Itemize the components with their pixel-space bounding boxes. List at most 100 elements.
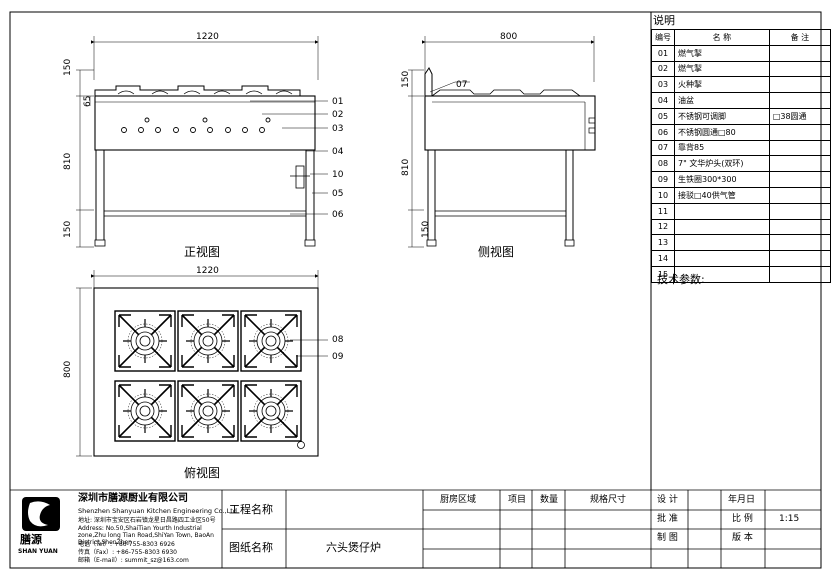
row-remark (768, 218, 831, 236)
parts-table-header: 编号 名 称 备 注 (651, 29, 831, 46)
company-name-en: Shenzhen Shanyuan Kitchen Engineering Co… (78, 507, 240, 515)
header-remark: 备 注 (768, 29, 831, 46)
logo-cn-text: 膳源 (20, 533, 42, 546)
design-label: 设 计 (657, 495, 678, 505)
side-dim-810: 810 (401, 158, 411, 176)
header-no: 编号 (651, 29, 675, 46)
row-no: 09 (651, 171, 675, 188)
front-view (76, 36, 328, 248)
col-size: 规格尺寸 (590, 495, 627, 505)
table-row: 15 (651, 265, 831, 283)
row-remark (768, 171, 831, 188)
front-dim-top: 150 (63, 58, 73, 76)
row-name: 燃气掣 (674, 44, 770, 62)
row-no: 15 (651, 265, 675, 283)
row-remark: □38圆通 (768, 107, 831, 125)
row-no: 12 (651, 218, 675, 236)
row-name: 靠背85 (674, 139, 770, 157)
side-view-caption: 侧视图 (478, 245, 515, 259)
address-cn: 地址: 深圳市宝安区石岩镇龙星日昌路四工业区50号 (78, 517, 216, 524)
row-no: 11 (651, 202, 675, 220)
table-row: 14 (651, 250, 831, 267)
callout-01: 01 (332, 97, 344, 107)
legend-title: 说明 (653, 14, 675, 27)
row-name (674, 202, 770, 220)
table-row: 13 (651, 234, 831, 252)
row-remark (768, 92, 831, 109)
front-dim-bottom: 150 (63, 220, 73, 238)
row-name: 油盆 (674, 92, 770, 109)
row-no: 13 (651, 234, 675, 252)
approve-label: 批 准 (657, 514, 678, 524)
front-view-caption: 正视图 (184, 245, 221, 259)
tech-params-label: 技术参数: (657, 273, 705, 286)
callout-07: 07 (456, 80, 468, 90)
row-remark (768, 234, 831, 252)
row-no: 04 (651, 92, 675, 109)
row-name: 不锈钢圆通□80 (674, 123, 770, 141)
company-tel: 电话（Tel）: +86-755-8303 6926 (78, 541, 175, 548)
drawing-name: 六头煲仔炉 (326, 541, 381, 554)
top-view (76, 270, 328, 457)
row-remark (768, 250, 831, 267)
row-remark (768, 186, 831, 204)
callout-02: 02 (332, 110, 344, 120)
callout-08: 08 (332, 335, 344, 345)
table-row: 12 (651, 218, 831, 236)
row-no: 05 (651, 107, 675, 125)
row-no: 07 (651, 139, 675, 157)
row-name: 接驳□40供气管 (674, 186, 770, 204)
top-width-dim: 1220 (196, 266, 219, 276)
side-dim-bottom: 150 (421, 220, 431, 238)
front-dim-810: 810 (63, 152, 73, 170)
front-dim-65: 65 (83, 95, 93, 107)
project-label: 工程名称 (229, 503, 273, 516)
col-item: 项目 (508, 495, 527, 505)
callout-03: 03 (332, 124, 344, 134)
scale-value: 1:15 (779, 514, 800, 524)
drawing-label: 图纸名称 (229, 541, 273, 554)
row-no: 06 (651, 123, 675, 141)
company-fax: 传真（Fax）: +86-755-8303 6930 (78, 549, 177, 556)
company-name-cn: 深圳市膳源厨业有限公司 (78, 493, 188, 504)
row-remark (768, 155, 831, 173)
row-remark (768, 139, 831, 157)
col-kitchen-area: 厨房区域 (440, 495, 477, 505)
company-logo (22, 497, 60, 531)
draw-label: 制 图 (657, 533, 678, 543)
top-depth-dim: 800 (63, 360, 73, 378)
row-name (674, 234, 770, 252)
company-email: 邮箱（E-mail）: summit_sz@163.com (78, 557, 189, 564)
title-block-grid (10, 489, 821, 568)
table-row: 11 (651, 202, 831, 220)
side-dim-top: 150 (401, 70, 411, 88)
row-name (674, 250, 770, 267)
header-name: 名 称 (674, 29, 770, 46)
version-label: 版 本 (732, 533, 753, 543)
address-en: Address: No.50,ShaiTian Yourth Industria… (78, 525, 214, 546)
row-name: 不锈钢可调脚 (674, 107, 770, 125)
row-remark (768, 60, 831, 78)
col-quantity: 数量 (540, 495, 559, 505)
row-no: 03 (651, 76, 675, 94)
front-width-dim: 1220 (196, 32, 219, 42)
row-remark (768, 123, 831, 141)
row-remark (768, 202, 831, 220)
side-view (408, 36, 596, 248)
row-remark (768, 265, 831, 283)
row-no: 01 (651, 44, 675, 62)
row-name (674, 218, 770, 236)
callout-09: 09 (332, 352, 344, 362)
